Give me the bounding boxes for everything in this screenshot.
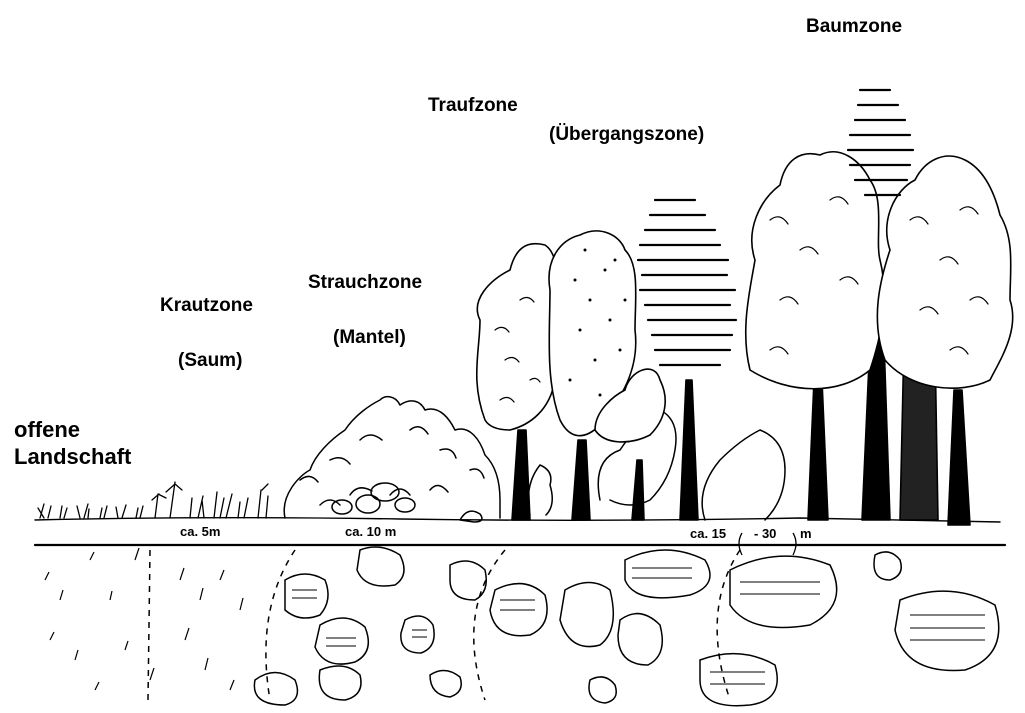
boundary-dashed-3	[474, 550, 505, 700]
boundary-dashed-4	[717, 550, 740, 700]
distance-traufzone-pre: ca. 15	[690, 526, 726, 541]
label-open-line2: Landschaft	[14, 443, 131, 470]
distance-traufzone-mid: - 30	[754, 526, 776, 541]
label-baumzone: Baumzone	[806, 16, 902, 38]
label-strauchzone: Strauchzone	[308, 272, 422, 294]
plan-grass-marks	[45, 548, 243, 690]
distance-strauchzone: ca. 10 m	[345, 524, 396, 539]
label-krautzone: Krautzone	[160, 295, 253, 317]
distance-krautzone: ca. 5m	[180, 524, 220, 539]
boundary-dashed-1	[148, 550, 150, 700]
distance-traufzone-post: m	[800, 526, 812, 541]
label-uebergangszone: (Übergangszone)	[549, 124, 704, 146]
label-traufzone: Traufzone	[428, 95, 518, 117]
label-saum: (Saum)	[178, 350, 242, 372]
label-open-line1: offene	[14, 416, 131, 443]
plan-hatching	[292, 568, 985, 684]
label-mantel: (Mantel)	[333, 327, 406, 349]
label-open-landscape: offene Landschaft	[14, 416, 131, 470]
plan-view	[45, 547, 999, 706]
grass-tufts	[38, 482, 268, 518]
